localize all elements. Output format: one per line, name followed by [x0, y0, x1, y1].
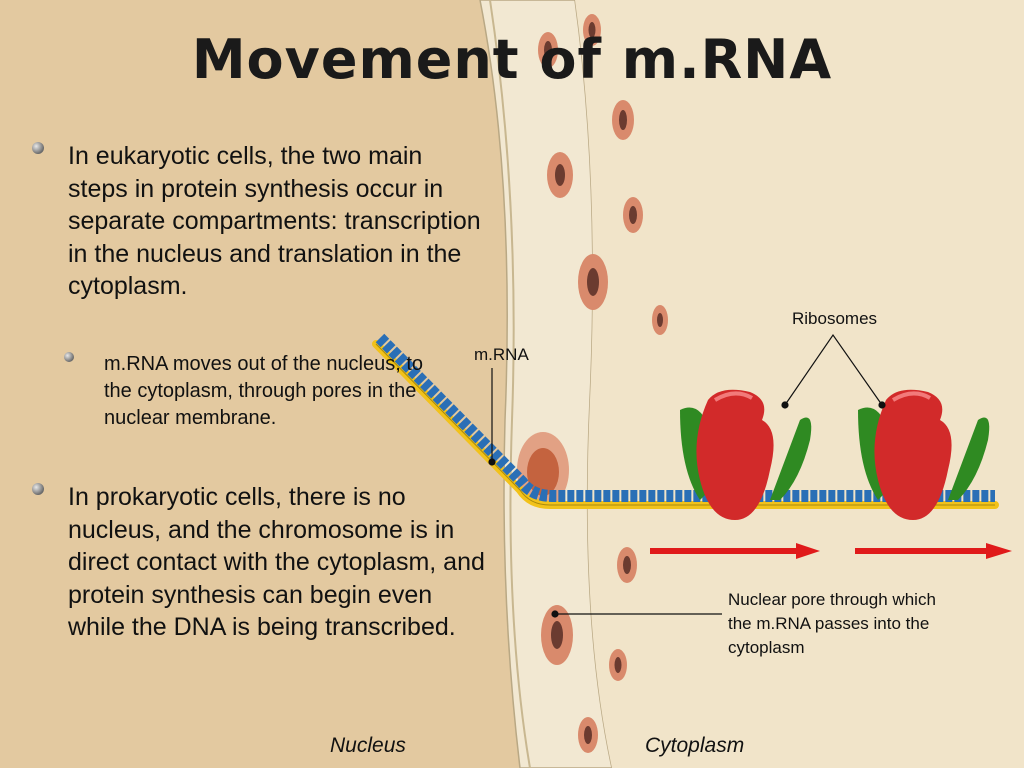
bullet-mrna-movement: m.RNA moves out of the nucleus, to the c…	[104, 353, 424, 429]
leader-lines	[488, 333, 886, 618]
page-title: Movement of m.RNA	[191, 28, 833, 91]
label-mrna: m.RNA	[474, 345, 529, 364]
pore-group	[517, 14, 668, 753]
bullet-eukaryotic: In eukaryotic cells, the two main steps …	[68, 142, 481, 300]
bullet-icon	[32, 142, 44, 154]
direction-arrows	[650, 543, 1012, 559]
bullet-icon	[64, 352, 74, 362]
label-nuclear-pore: Nuclear pore through which the m.RNA pas…	[728, 590, 936, 657]
label-nucleus: Nucleus	[330, 734, 406, 757]
bullet-icon	[32, 483, 44, 495]
mrna-strand	[372, 333, 999, 509]
bullet-prokaryotic: In prokaryotic cells, there is no nucleu…	[68, 483, 485, 641]
label-ribosomes: Ribosomes	[792, 309, 878, 328]
ribosome-1	[680, 389, 812, 520]
label-cytoplasm: Cytoplasm	[645, 734, 745, 757]
ribosome-2	[858, 389, 990, 520]
